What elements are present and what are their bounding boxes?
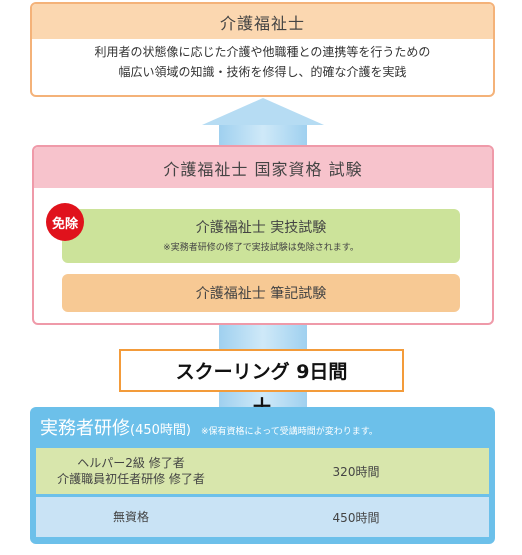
training-row-label-line-1: ヘルパー2級 修了者	[77, 456, 185, 470]
training-row-label-line-1: 無資格	[112, 510, 149, 524]
practical-exam-note: ※実務者研修の修了で実技試験は免除されます。	[163, 243, 359, 253]
training-row-label: 無資格	[36, 497, 226, 537]
training-row-hours: 320時間	[332, 464, 380, 479]
written-exam-box: 介護福祉士 筆記試験	[62, 274, 460, 312]
description-line-1: 利用者の状態像に応じた介護や他職種との連携等を行うための	[94, 45, 431, 59]
training-title: 実務者研修	[40, 418, 130, 439]
certified-care-worker-description: 利用者の状態像に応じた介護や他職種との連携等を行うための 幅広い領域の知識・技術…	[32, 42, 493, 82]
training-note: ※保有資格によって受講時間が変わります。	[200, 427, 378, 437]
schooling-box: スクーリング 9日間	[119, 349, 404, 392]
exempt-badge: 免除	[46, 203, 84, 241]
progression-arrow-head	[202, 98, 324, 125]
training-row-label: ヘルパー2級 修了者 介護職員初任者研修 修了者	[36, 448, 226, 494]
certified-care-worker-title: 介護福祉士	[32, 4, 493, 39]
training-row-label-line-2: 介護職員初任者研修 修了者	[57, 472, 205, 486]
training-row-hours: 450時間	[332, 510, 380, 525]
national-exam-box: 介護福祉士 国家資格 試験 介護福祉士 実技試験 ※実務者研修の修了で実技試験は…	[32, 145, 494, 325]
certified-care-worker-box: 介護福祉士 利用者の状態像に応じた介護や他職種との連携等を行うための 幅広い領域…	[30, 2, 495, 97]
practitioner-training-box: 実務者研修 (450時間) ※保有資格によって受講時間が変わります。 ヘルパー2…	[30, 407, 495, 544]
description-line-2: 幅広い領域の知識・技術を修得し、的確な介護を実践	[118, 65, 407, 79]
training-hours: (450時間)	[130, 423, 191, 438]
practical-exam-box: 介護福祉士 実技試験 ※実務者研修の修了で実技試験は免除されます。	[62, 209, 460, 263]
training-row-helper: ヘルパー2級 修了者 介護職員初任者研修 修了者 320時間	[36, 448, 489, 494]
training-row-unqualified: 無資格 450時間	[36, 497, 489, 537]
training-header: 実務者研修 (450時間) ※保有資格によって受講時間が変わります。	[40, 414, 490, 442]
national-exam-title: 介護福祉士 国家資格 試験	[34, 147, 492, 188]
practical-exam-title: 介護福祉士 実技試験	[195, 220, 327, 236]
